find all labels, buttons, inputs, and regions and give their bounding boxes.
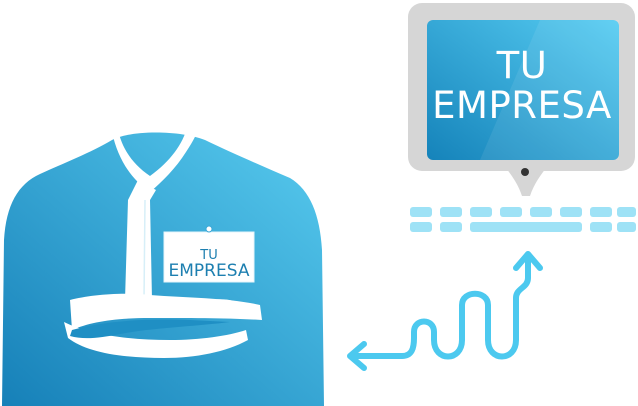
tie-shade: [143, 199, 146, 301]
right-arm: [210, 299, 246, 318]
shirt-collar: [112, 124, 198, 192]
badge-line-2: EMPRESA: [169, 261, 250, 281]
webcam-dot: [521, 168, 529, 176]
key: [590, 207, 612, 217]
screen-line-1: TU: [496, 44, 548, 87]
key: [617, 207, 636, 217]
arm-shadow: [70, 319, 230, 339]
computer-monitor-icon: TU EMPRESA: [408, 3, 635, 196]
key: [440, 222, 462, 232]
arrowhead-left: [347, 341, 367, 371]
businessman-icon: TU EMPRESA: [2, 124, 324, 406]
key: [590, 222, 612, 232]
key: [410, 207, 432, 217]
key: [530, 207, 552, 217]
key: [560, 207, 582, 217]
key: [500, 207, 522, 217]
keyboard-icon: [410, 207, 636, 232]
key: [617, 222, 636, 232]
key: [440, 207, 462, 217]
badge-line-1: TU: [199, 248, 217, 263]
screen-line-2: EMPRESA: [432, 84, 612, 127]
tie: [125, 180, 156, 310]
key: [470, 207, 492, 217]
key: [410, 222, 432, 232]
arrow-line: [349, 255, 531, 360]
arrowhead-up: [513, 251, 543, 271]
screen-glare: [480, 20, 619, 160]
spacebar-key: [470, 222, 582, 232]
left-arm: [64, 322, 248, 358]
monitor-screen: [427, 20, 619, 160]
monitor-stand: [506, 168, 546, 196]
badge-clip: [205, 225, 213, 233]
name-badge: TU EMPRESA: [163, 225, 255, 283]
squiggly-two-way-arrow-icon: [347, 251, 543, 371]
